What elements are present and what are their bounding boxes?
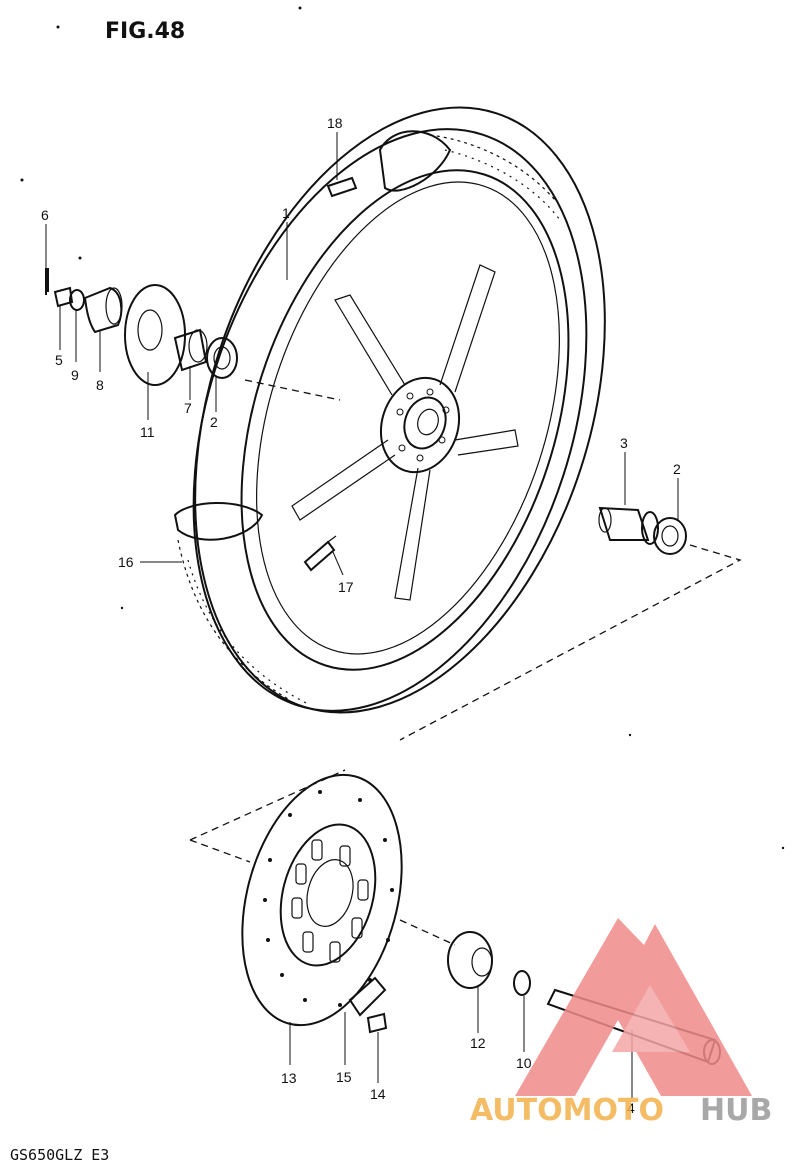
- disc-cooling-holes: [263, 790, 394, 1007]
- model-code: GS650GLZ E3: [10, 1146, 109, 1164]
- brake-disc-13: [241, 773, 403, 1027]
- rear-wheel: [173, 106, 606, 714]
- part-label-12: 12: [470, 1035, 486, 1051]
- part-label-9: 9: [71, 367, 79, 383]
- assembly-lines: [189, 379, 742, 946]
- bolt-14: [366, 1012, 388, 1034]
- right-hardware: [598, 506, 687, 555]
- washer-10: [513, 970, 531, 996]
- part-label-7: 7: [184, 400, 192, 416]
- lock-plate-15: [348, 976, 387, 1017]
- part-label-10: 10: [516, 1055, 532, 1071]
- balancer-weight-18: [326, 176, 358, 198]
- rim-1: [240, 169, 570, 671]
- part-label-5: 5: [55, 352, 63, 368]
- part-label-8: 8: [96, 377, 104, 393]
- drum-12: [447, 931, 493, 989]
- part-labels: 18 1 6 5 9 8 11 7 2 3 2 16 17 13 15 14 1…: [41, 115, 681, 1116]
- watermark-logo: AUTOMOTO HUB: [470, 918, 772, 1128]
- part-label-4: 4: [627, 1100, 635, 1116]
- part-label-6: 6: [41, 207, 49, 223]
- part-label-16: 16: [118, 554, 134, 570]
- part-label-3: 3: [620, 435, 628, 451]
- watermark-text-secondary: HUB: [700, 1093, 772, 1128]
- left-hardware: [45, 268, 238, 386]
- part-label-18: 18: [327, 115, 343, 131]
- watermark-triangle-inner: [612, 985, 690, 1052]
- watermark-triangle-outer: [515, 918, 752, 1096]
- part-label-1: 1: [282, 205, 290, 221]
- part-label-2-right: 2: [673, 461, 681, 477]
- part-label-14: 14: [370, 1086, 386, 1102]
- leader-lines: [45, 132, 679, 1098]
- scan-specks: [20, 6, 785, 850]
- part-label-17: 17: [338, 579, 354, 595]
- hub-bolt-holes: [396, 388, 450, 462]
- part-label-15: 15: [336, 1069, 352, 1085]
- hub-and-spokes: [291, 264, 519, 601]
- part-label-13: 13: [281, 1070, 297, 1086]
- part-label-11: 11: [140, 424, 155, 440]
- tire-16: [173, 106, 606, 714]
- valve-17: [303, 535, 337, 572]
- watermark-text-primary: AUTOMOTO: [470, 1093, 664, 1128]
- part-label-2-left: 2: [210, 414, 218, 430]
- figure-title: FIG.48: [105, 19, 185, 44]
